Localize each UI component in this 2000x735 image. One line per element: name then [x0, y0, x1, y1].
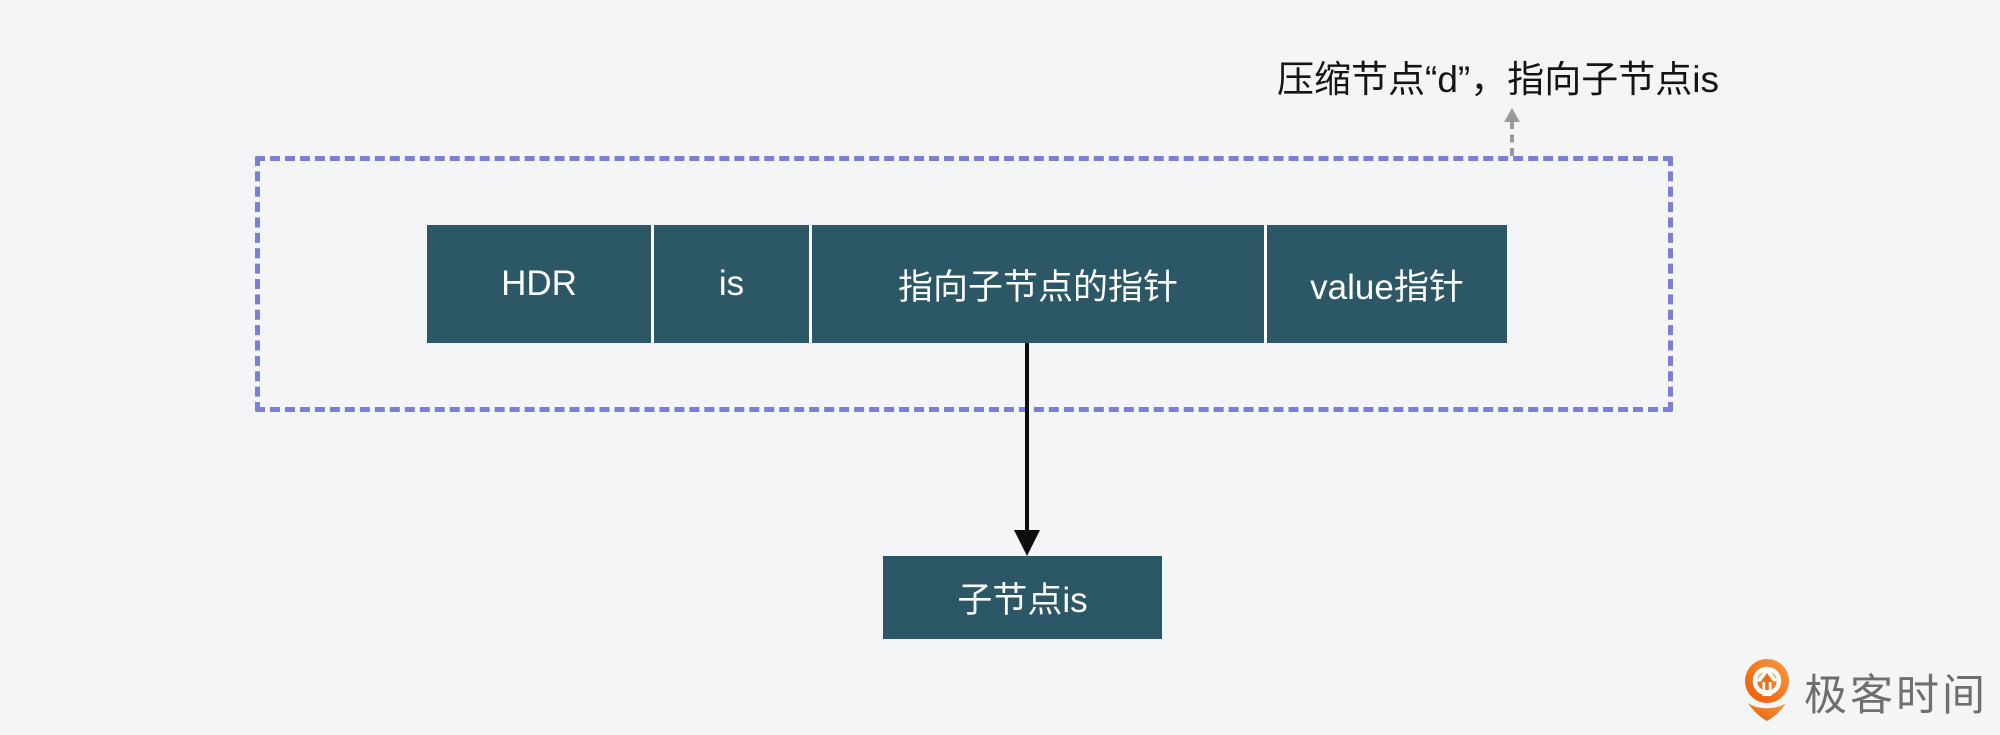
child-node-label: 子节点is: [957, 581, 1088, 620]
compressed-node-boundary: [255, 156, 1673, 412]
geektime-pin-arrow-icon: [1745, 659, 1789, 721]
cell-key-is: is: [651, 225, 809, 343]
geektime-logo: 极客时间: [1744, 659, 1988, 725]
cell-child-pointer: 指向子节点的指针: [809, 225, 1264, 343]
annotation-compressed-node: 压缩节点“d”，指向子节点is: [1277, 59, 1719, 100]
dashed-connector-line: [1510, 121, 1514, 156]
compressed-node-row: HDR is 指向子节点的指针 value指针: [427, 225, 1507, 343]
geektime-logo-text: 极客时间: [1804, 672, 1988, 720]
arrow-line: [1025, 343, 1029, 531]
child-node-box: 子节点is: [883, 556, 1162, 639]
down-arrowhead-icon: [1014, 530, 1040, 556]
child-pointer-arrow: [1014, 343, 1040, 556]
up-arrowhead-icon: [1504, 108, 1520, 122]
cell-value-pointer: value指针: [1264, 225, 1507, 343]
cell-hdr: HDR: [427, 225, 651, 343]
annotation-connector: [1503, 108, 1521, 156]
